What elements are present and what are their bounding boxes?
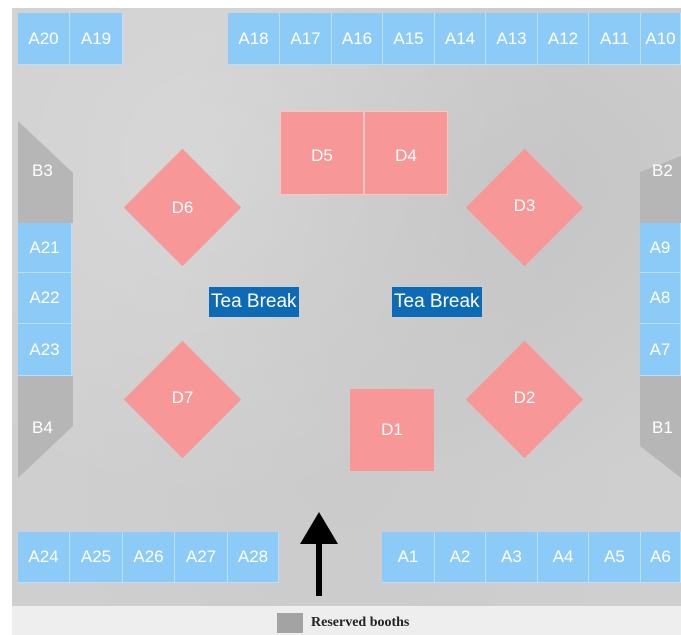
booth-a24[interactable]: A24: [18, 532, 70, 583]
booth-a15[interactable]: A15: [383, 13, 435, 65]
booth-a12[interactable]: A12: [538, 13, 589, 65]
booth-a6[interactable]: A6: [641, 532, 681, 583]
booth-a2[interactable]: A2: [435, 532, 486, 583]
booth-a4[interactable]: A4: [538, 532, 589, 583]
booth-a14[interactable]: A14: [435, 13, 486, 65]
booth-d1[interactable]: D1: [350, 389, 434, 471]
booth-a27[interactable]: A27: [175, 532, 228, 583]
booth-b2-label: B2: [652, 161, 673, 180]
booth-a3[interactable]: A3: [486, 532, 538, 583]
up-arrow-icon: [300, 512, 338, 596]
booth-a10[interactable]: A10: [641, 13, 681, 65]
booth-b1-label: B1: [652, 418, 673, 437]
booth-b2-shape: [640, 156, 681, 223]
tea-break-right: Tea Break: [392, 287, 482, 317]
floor-background: [12, 8, 681, 606]
booth-b3[interactable]: B3: [18, 121, 73, 223]
tea-break-left: Tea Break: [209, 287, 299, 317]
booth-a17[interactable]: A17: [280, 13, 332, 65]
booth-a21[interactable]: A21: [18, 223, 72, 273]
booth-b4-shape: [18, 376, 73, 478]
booth-a25[interactable]: A25: [70, 532, 123, 583]
booth-d7[interactable]: D7: [171, 387, 194, 407]
reserved-swatch: [277, 613, 303, 633]
booth-a7[interactable]: A7: [640, 324, 681, 376]
booth-a26[interactable]: A26: [123, 532, 175, 583]
booth-a23[interactable]: A23: [18, 324, 72, 376]
booth-b1[interactable]: B1: [640, 376, 681, 478]
legend-bar: [12, 606, 681, 635]
booth-a22[interactable]: A22: [18, 273, 72, 324]
booth-a18[interactable]: A18: [228, 13, 280, 65]
booth-d2[interactable]: D2: [513, 387, 536, 407]
booth-a19[interactable]: A19: [70, 13, 123, 65]
booth-b4[interactable]: B4: [18, 376, 73, 478]
floor-plan: [12, 8, 681, 606]
booth-a13[interactable]: A13: [486, 13, 538, 65]
booth-a16[interactable]: A16: [332, 13, 383, 65]
booth-a8[interactable]: A8: [640, 273, 681, 324]
booth-a28[interactable]: A28: [228, 532, 279, 583]
booth-d5[interactable]: D5: [280, 111, 364, 195]
booth-b1-shape: [640, 376, 681, 478]
booth-a9[interactable]: A9: [640, 223, 681, 273]
booth-d4[interactable]: D4: [364, 111, 448, 195]
booth-d6[interactable]: D6: [171, 197, 194, 217]
booth-b3-shape: [18, 121, 73, 223]
booth-a1[interactable]: A1: [382, 532, 435, 583]
booth-d3[interactable]: D3: [513, 195, 536, 215]
legend-label: Reserved booths: [311, 615, 410, 630]
booth-b4-label: B4: [32, 418, 53, 437]
booth-b2[interactable]: B2: [640, 156, 681, 223]
booth-a20[interactable]: A20: [18, 13, 70, 65]
booth-a11[interactable]: A11: [589, 13, 641, 65]
booth-b3-label: B3: [32, 161, 53, 180]
booth-a5[interactable]: A5: [589, 532, 641, 583]
